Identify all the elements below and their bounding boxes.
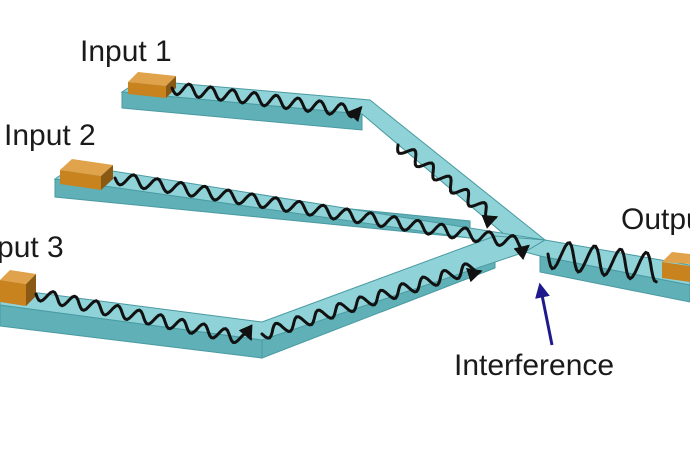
input-3-port bbox=[0, 270, 36, 306]
ports bbox=[0, 72, 690, 306]
wave-input-3-b bbox=[260, 262, 483, 340]
input-3-label: Input 3 bbox=[0, 231, 64, 264]
input-1-port bbox=[128, 72, 176, 98]
output-waveguide-top bbox=[523, 239, 690, 286]
waveguide-3-top bbox=[0, 235, 547, 341]
wave-output bbox=[546, 241, 658, 284]
input-2-port bbox=[60, 159, 113, 190]
wave-input-3-a bbox=[34, 289, 253, 345]
output-port bbox=[662, 252, 690, 282]
interference-label: Interference bbox=[454, 349, 615, 382]
wave-input-2 bbox=[113, 173, 530, 261]
input-2-label: Input 2 bbox=[4, 119, 96, 152]
signal-waves bbox=[34, 82, 658, 345]
wave-input-1-a bbox=[170, 82, 363, 123]
wave-input-1-b bbox=[396, 143, 499, 229]
input-1-label: Input 1 bbox=[80, 35, 172, 68]
interference-pointer-arrow bbox=[535, 282, 554, 346]
output-label: Output bbox=[621, 203, 690, 236]
